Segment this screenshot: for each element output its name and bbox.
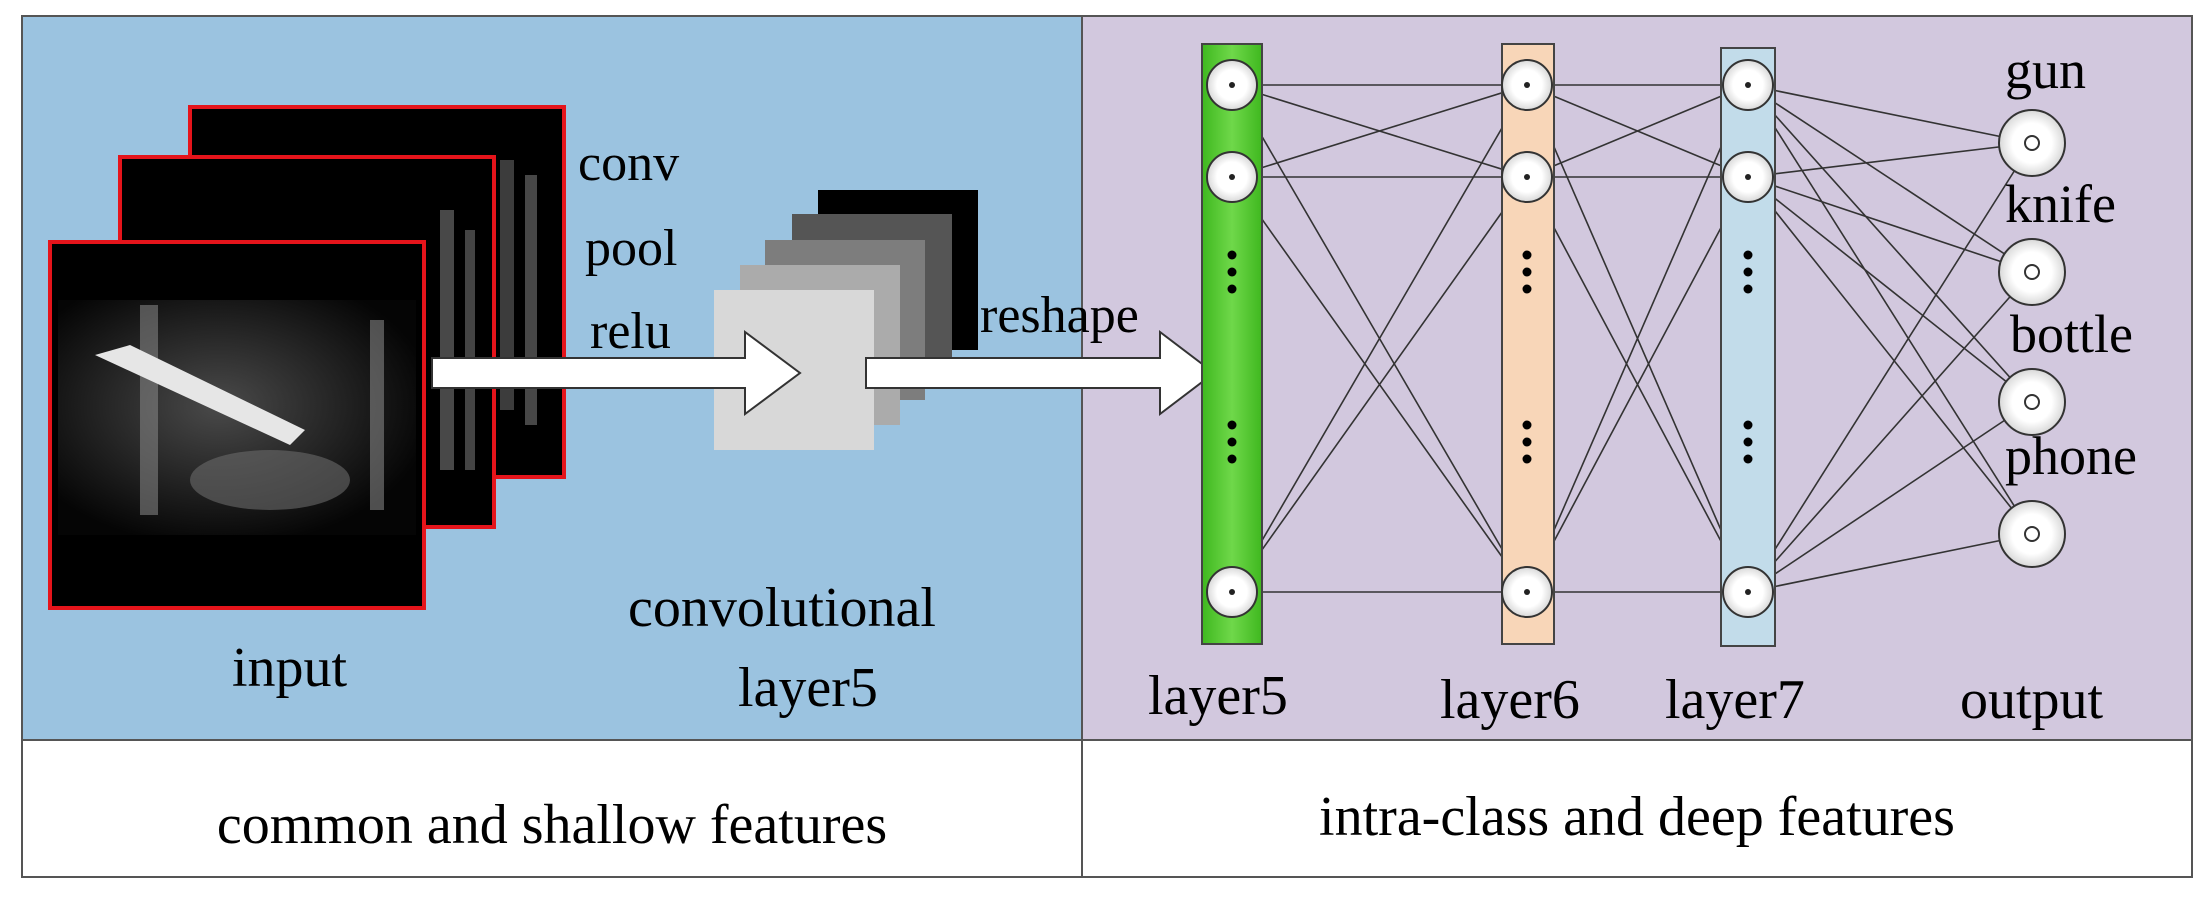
knife-shape: [95, 345, 305, 445]
edge: [1747, 84, 2033, 535]
network-edges: [1231, 84, 2033, 593]
ellipsis-dot: [1743, 420, 1753, 430]
fully-connected-network: [1201, 43, 2066, 647]
edge: [1747, 401, 2033, 593]
node-center: [1745, 589, 1751, 595]
caption-left: common and shallow features: [217, 794, 887, 856]
output-label-phone: phone: [2005, 426, 2137, 486]
network-nodes: [1206, 59, 2066, 618]
conv-layer-label-line1: convolutional: [628, 577, 936, 639]
edge: [1747, 176, 2033, 535]
ellipsis-dots: [1227, 250, 1753, 464]
caption-row-left: [22, 740, 1082, 877]
edge: [1231, 84, 1528, 593]
node-center: [1229, 174, 1235, 180]
edge: [1526, 84, 1749, 178]
layer-label-layer7: layer7: [1665, 669, 1805, 731]
ellipsis-dot: [1227, 267, 1237, 277]
edge: [1747, 176, 2033, 273]
ellipsis-dot: [1227, 284, 1237, 294]
layer-column-layer6: [1501, 43, 1555, 645]
node-center: [1229, 589, 1235, 595]
ellipsis-dot: [1743, 437, 1753, 447]
ellipsis-dot: [1522, 284, 1532, 294]
arrow-input-to-conv: [431, 330, 802, 416]
edge: [1526, 84, 1749, 593]
ellipsis-dot: [1522, 267, 1532, 277]
output-label-gun: gun: [2005, 40, 2086, 100]
node-center: [1524, 82, 1530, 88]
node-center: [1524, 174, 1530, 180]
edge: [1747, 84, 2033, 403]
edge: [1526, 176, 1749, 593]
ellipsis-dot: [1743, 250, 1753, 260]
node-center: [1229, 82, 1235, 88]
layer-columns: [1201, 43, 1776, 647]
node-center: [2024, 264, 2040, 280]
ellipsis-dot: [1743, 284, 1753, 294]
node-center: [2024, 394, 2040, 410]
layer-label-output: output: [1960, 669, 2104, 731]
ellipsis-dot: [1522, 420, 1532, 430]
node-center: [2024, 526, 2040, 542]
caption-row-right: [1082, 740, 2192, 877]
layer-label-layer6: layer6: [1440, 669, 1580, 731]
ellipsis-dot: [1522, 250, 1532, 260]
ellipsis-dot: [1227, 454, 1237, 464]
ellipsis-dot: [1522, 437, 1532, 447]
ellipsis-dot: [1743, 267, 1753, 277]
node-center: [1745, 82, 1751, 88]
input-label: input: [232, 637, 348, 699]
arrow-reshape: [865, 329, 1216, 417]
layer-column-layer7: [1720, 47, 1776, 647]
node-center: [1524, 589, 1530, 595]
layer-label-layer5: layer5: [1148, 665, 1288, 727]
edge: [1231, 176, 1528, 593]
input-image-front: [48, 240, 426, 610]
ellipsis-dot: [1743, 454, 1753, 464]
edge: [1231, 84, 1528, 178]
edge: [1747, 271, 2033, 593]
edge: [1747, 84, 2033, 273]
ellipsis-dot: [1522, 454, 1532, 464]
edge: [1747, 176, 2033, 403]
edge: [1747, 142, 2033, 178]
op-label-relu: relu: [590, 303, 671, 360]
caption-right: intra-class and deep features: [1319, 786, 1955, 848]
node-center: [1745, 174, 1751, 180]
op-label-conv: conv: [578, 135, 679, 192]
output-label-knife: knife: [2005, 174, 2116, 234]
node-center: [2024, 135, 2040, 151]
op-label-pool: pool: [585, 220, 677, 277]
outer-frame: [21, 15, 2193, 878]
ellipsis-dot: [1227, 420, 1237, 430]
conv-layer-label-line2: layer5: [738, 657, 878, 719]
edge: [1747, 142, 2033, 593]
output-label-bottle: bottle: [2010, 304, 2133, 364]
edge: [1747, 533, 2033, 593]
ellipsis-dot: [1227, 437, 1237, 447]
reshape-label: reshape: [980, 287, 1139, 344]
edge: [1747, 84, 2033, 144]
layer-column-layer5: [1201, 43, 1263, 645]
ellipsis-dot: [1227, 250, 1237, 260]
